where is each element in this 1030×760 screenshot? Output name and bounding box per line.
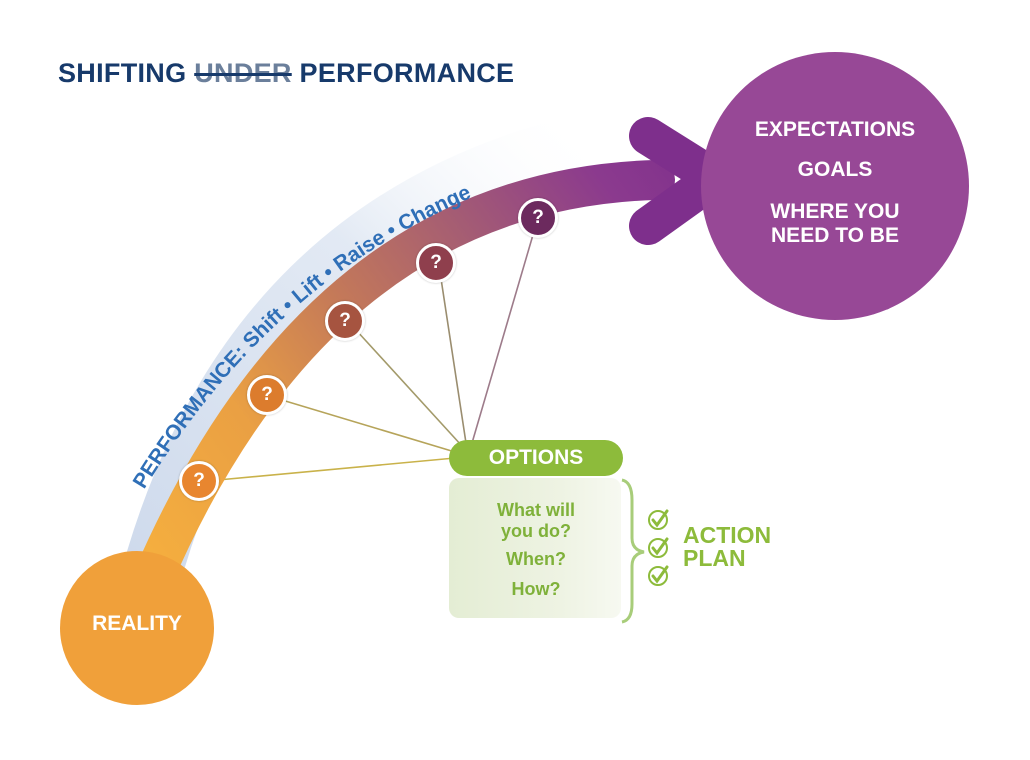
goal-expectations: EXPECTATIONS [754,118,916,141]
connector-line-1 [217,457,456,481]
page-title: SHIFTING UNDER PERFORMANCE [58,58,514,89]
option-question-what-1: What will [497,500,575,520]
question-node-5: ? [518,198,558,238]
reality-circle [60,551,214,705]
goals-circle [701,52,969,320]
check-icon-1 [648,509,669,530]
connector-line-5 [471,227,536,444]
goal-goals: GOALS [797,158,873,181]
options-box [449,478,621,618]
question-node-1: ? [179,461,219,501]
goal-need-to-be: NEED TO BE [771,224,899,247]
option-question-how: How? [511,579,561,599]
option-connector-lines [217,227,536,481]
question-node-4: ? [416,243,456,283]
check-icon-2 [648,537,669,558]
goal-where-you: WHERE YOU [770,200,900,223]
title-word-shifting: SHIFTING [58,58,187,88]
option-question-what-2: you do? [501,521,571,541]
question-node-3: ? [325,301,365,341]
action-plan-line-1: ACTION [683,522,772,548]
check-icon-3 [648,565,669,586]
options-title: OPTIONS [449,440,623,476]
reality-label: REALITY [92,612,182,635]
action-plan-label: ACTION PLAN [683,524,771,570]
title-word-under-struck: UNDER [194,58,292,88]
connector-line-3 [355,329,463,447]
option-question-when: When? [506,549,566,569]
options-brace [621,478,645,624]
action-plan-line-2: PLAN [683,545,746,571]
connector-line-4 [439,271,467,444]
question-node-2: ? [247,375,287,415]
title-word-performance: PERFORMANCE [299,58,515,88]
connector-line-2 [281,399,456,453]
